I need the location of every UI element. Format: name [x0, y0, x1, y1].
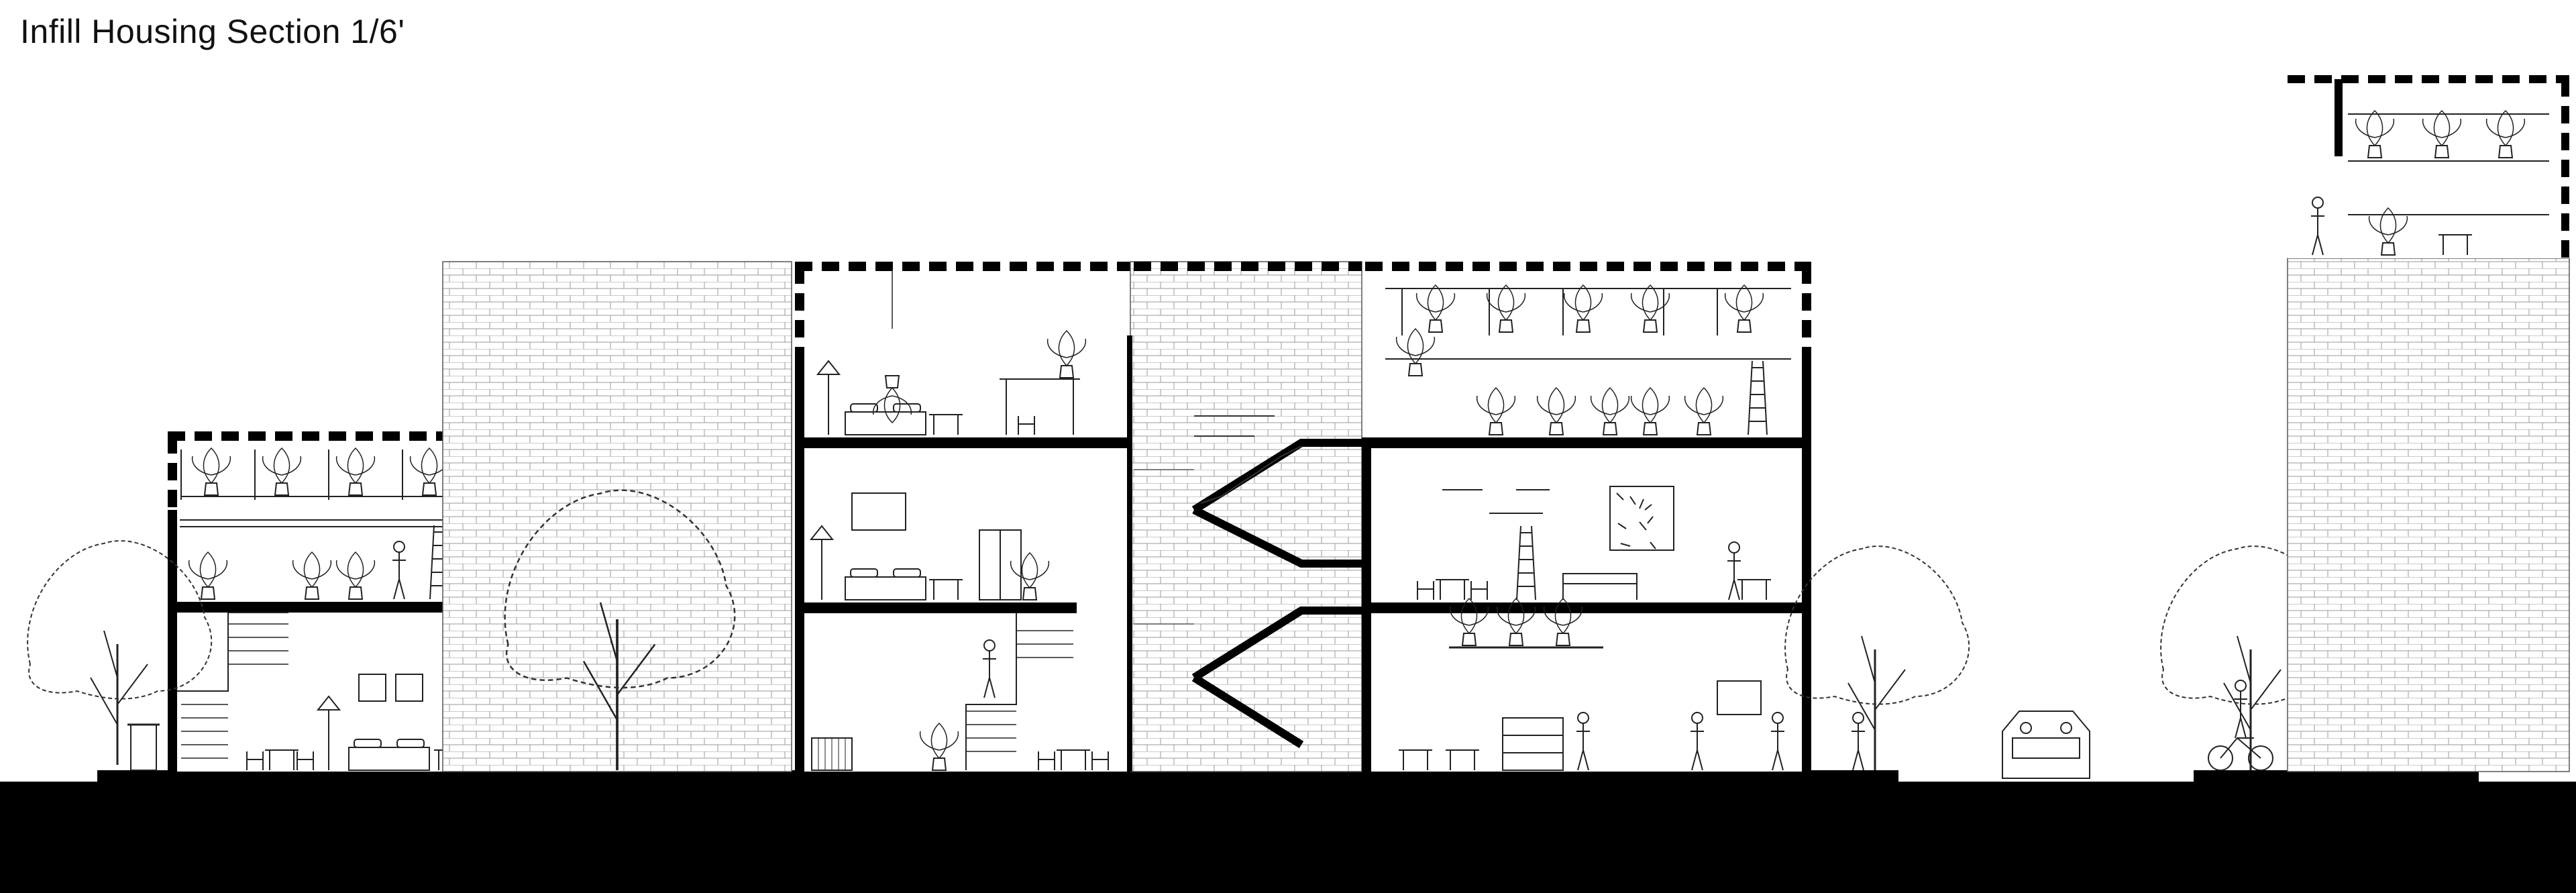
- person-icon: [1851, 712, 1866, 771]
- person-icon: [2233, 680, 2248, 739]
- artwork-icon: [851, 492, 906, 531]
- ground-mass: [0, 770, 2576, 893]
- jeep-icon: [2002, 711, 2090, 779]
- right-house: [1362, 262, 1811, 773]
- bookshelf-icon: [1502, 717, 1564, 771]
- artwork-icon: [1609, 486, 1674, 551]
- tree-icon: [1784, 545, 1970, 772]
- left-house: [168, 429, 483, 772]
- sofa-icon: [1562, 573, 1638, 600]
- right-tower: [2287, 75, 2570, 772]
- crib-icon: [811, 737, 853, 771]
- artwork-icon: [358, 674, 423, 702]
- artwork-icon: [1717, 680, 1762, 715]
- wardrobe-icon: [979, 529, 1022, 600]
- trash-bin-icon: [127, 723, 160, 771]
- middle-house: [795, 262, 1134, 772]
- stair-core: [1127, 261, 1362, 772]
- drawing-title: Infill Housing Section 1/6': [20, 13, 405, 50]
- bicycle-icon: [2208, 737, 2273, 771]
